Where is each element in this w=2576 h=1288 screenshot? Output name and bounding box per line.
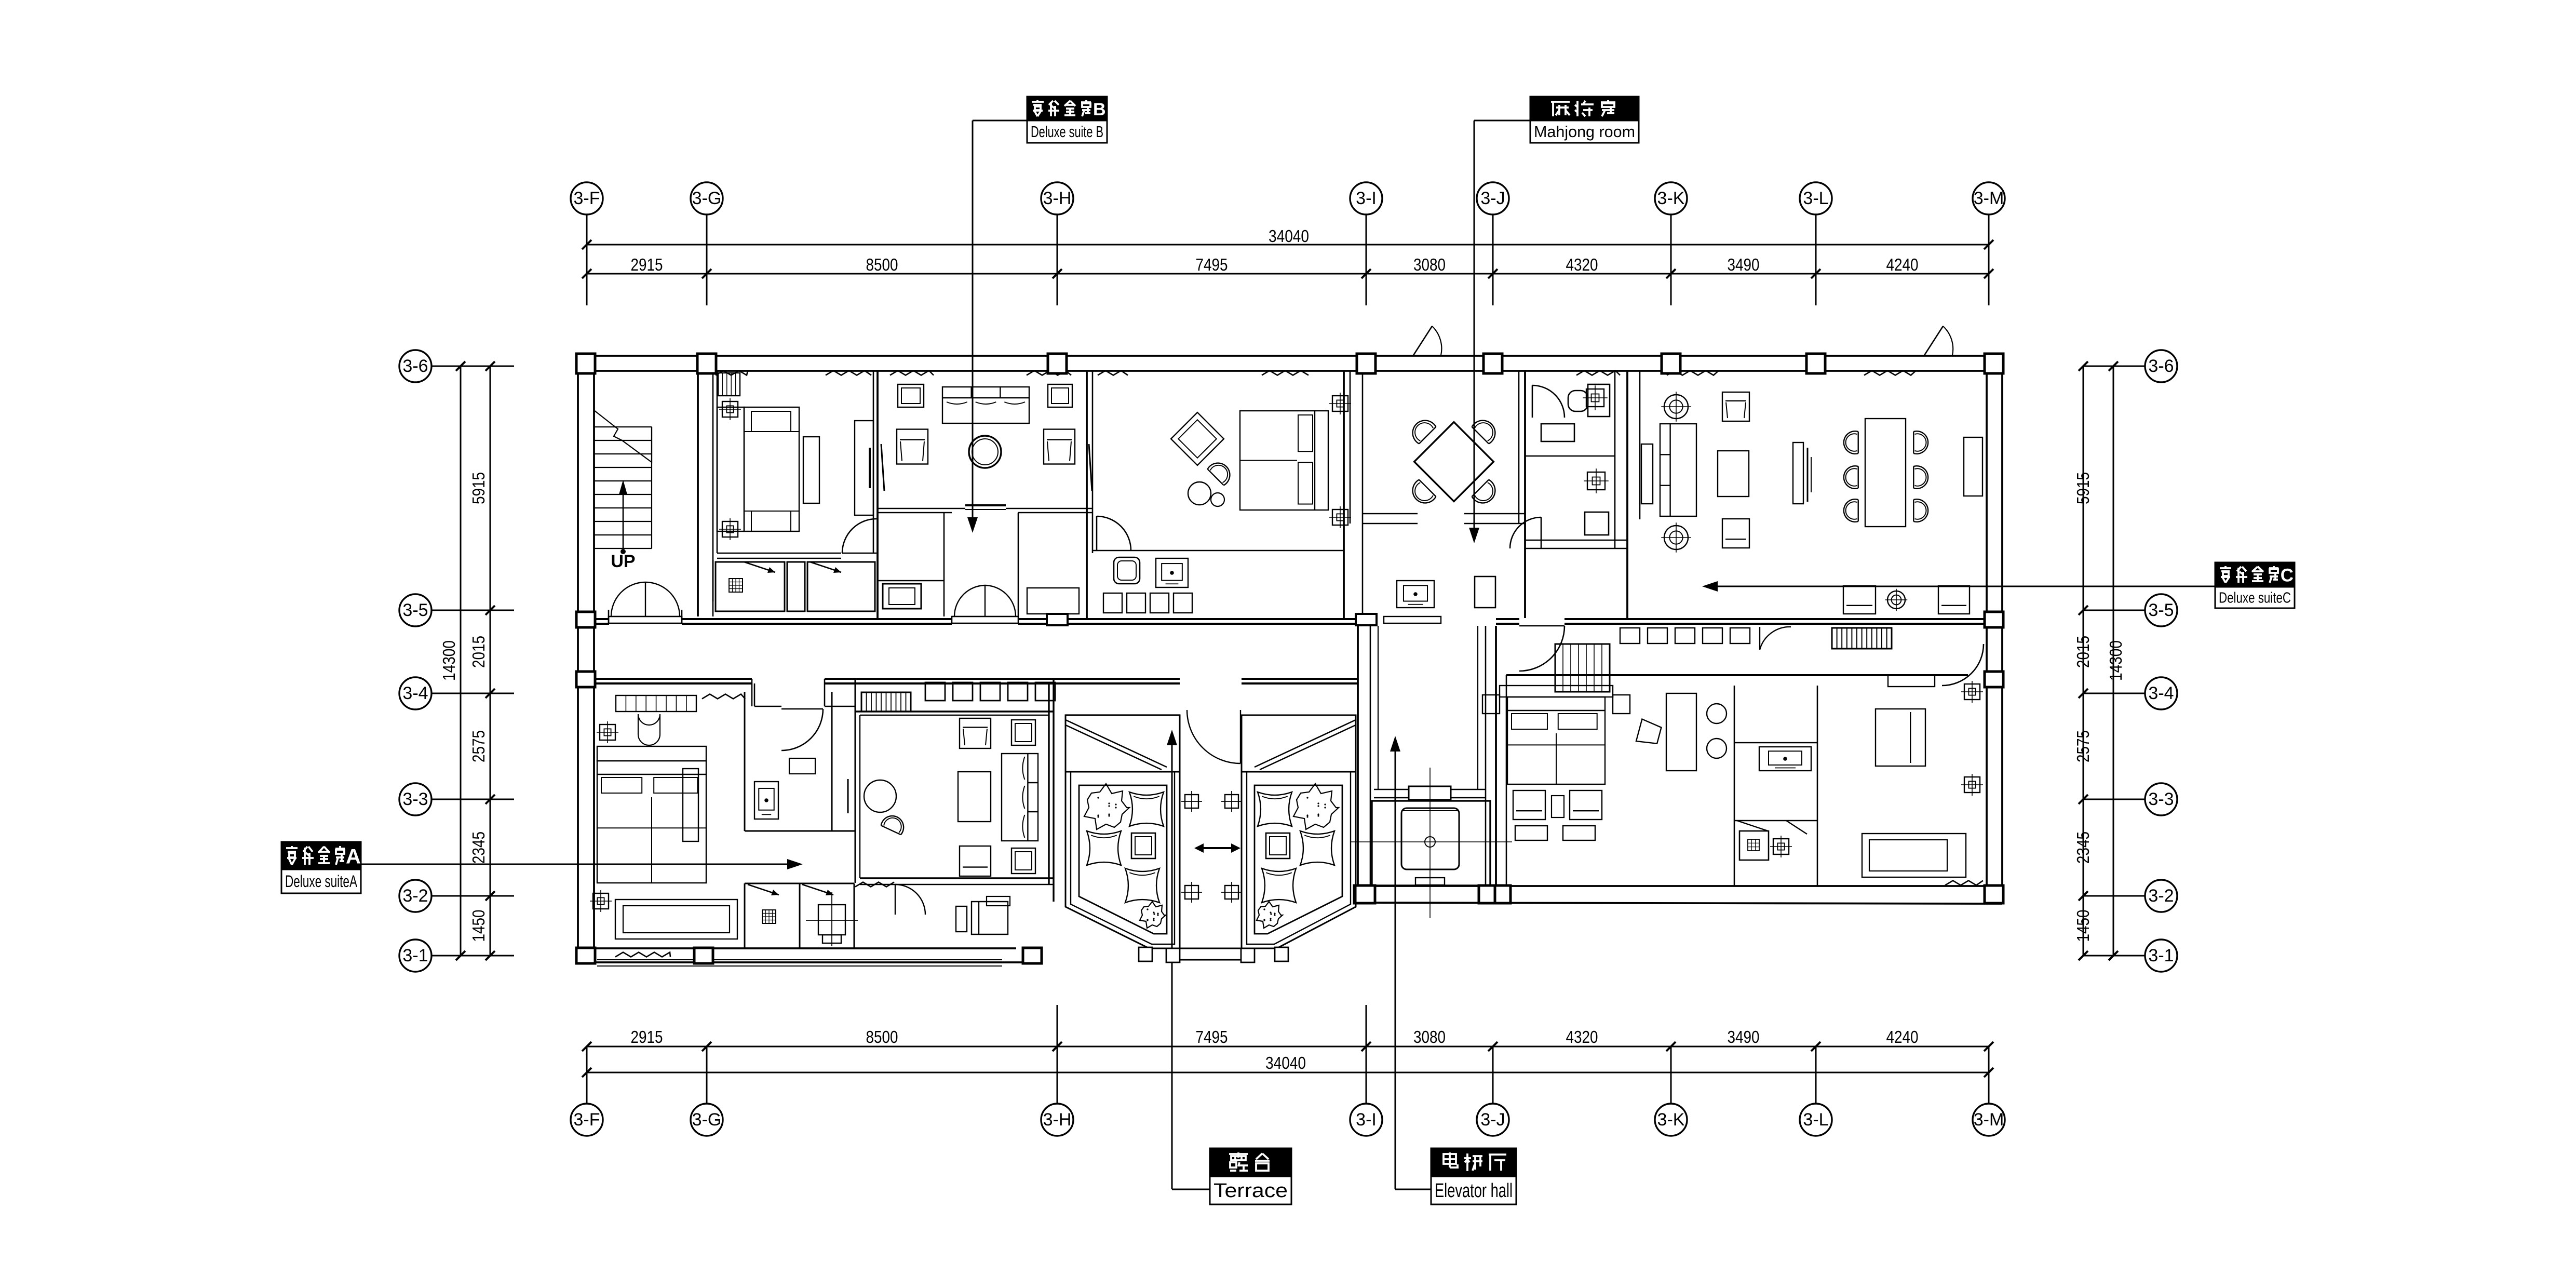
svg-text:3-F: 3-F: [574, 189, 600, 208]
svg-text:2575: 2575: [2073, 730, 2093, 762]
svg-text:3-L: 3-L: [1803, 189, 1828, 208]
svg-text:3-I: 3-I: [1356, 189, 1377, 208]
svg-text:3-4: 3-4: [402, 683, 428, 703]
svg-text:2015: 2015: [2073, 636, 2093, 668]
svg-text:3490: 3490: [1728, 1027, 1760, 1046]
svg-text:Deluxe suiteA: Deluxe suiteA: [285, 872, 357, 891]
svg-text:3-2: 3-2: [402, 886, 428, 906]
svg-text:3490: 3490: [1728, 255, 1760, 274]
svg-text:3-5: 3-5: [402, 600, 428, 620]
svg-text:Deluxe suiteC: Deluxe suiteC: [2219, 589, 2291, 606]
svg-text:3-1: 3-1: [402, 946, 428, 965]
svg-text:34040: 34040: [1265, 1053, 1306, 1072]
svg-text:2015: 2015: [469, 636, 488, 668]
svg-text:5915: 5915: [469, 472, 488, 504]
svg-text:1450: 1450: [2073, 910, 2093, 942]
svg-text:3-3: 3-3: [2148, 789, 2174, 809]
svg-text:2575: 2575: [469, 730, 488, 762]
svg-text:3-J: 3-J: [1480, 189, 1505, 208]
svg-text:14300: 14300: [439, 640, 458, 681]
svg-text:4240: 4240: [1886, 255, 1919, 274]
svg-text:5915: 5915: [2073, 472, 2093, 504]
svg-text:3-4: 3-4: [2148, 683, 2174, 703]
svg-text:3-M: 3-M: [1974, 1110, 2004, 1130]
svg-text:8500: 8500: [866, 255, 898, 274]
svg-text:2345: 2345: [469, 831, 488, 864]
svg-text:3-6: 3-6: [2148, 356, 2174, 376]
svg-text:2345: 2345: [2073, 831, 2093, 864]
svg-text:Deluxe suite B: Deluxe suite B: [1031, 124, 1103, 141]
svg-text:3-J: 3-J: [1480, 1110, 1505, 1130]
svg-text:3-M: 3-M: [1974, 189, 2004, 208]
svg-text:1450: 1450: [469, 910, 488, 942]
svg-text:7495: 7495: [1196, 1027, 1228, 1046]
svg-text:8500: 8500: [866, 1027, 898, 1046]
svg-text:3-1: 3-1: [2148, 946, 2174, 965]
svg-text:4320: 4320: [1566, 255, 1598, 274]
svg-text:B: B: [1093, 100, 1106, 119]
svg-text:3-3: 3-3: [402, 789, 428, 809]
svg-text:UP: UP: [611, 552, 635, 571]
svg-text:3080: 3080: [1413, 1027, 1446, 1046]
svg-text:Mahjong room: Mahjong room: [1534, 124, 1635, 141]
svg-text:3-L: 3-L: [1803, 1110, 1828, 1130]
svg-text:Elevator hall: Elevator hall: [1435, 1180, 1513, 1202]
svg-text:3-H: 3-H: [1043, 189, 1072, 208]
svg-text:3-2: 3-2: [2148, 886, 2174, 906]
svg-text:3-G: 3-G: [692, 189, 722, 208]
svg-text:2915: 2915: [631, 255, 663, 274]
svg-text:4240: 4240: [1886, 1027, 1919, 1046]
svg-text:34040: 34040: [1269, 226, 1309, 246]
svg-text:Terrace: Terrace: [1213, 1180, 1288, 1202]
svg-text:3-6: 3-6: [402, 356, 428, 376]
svg-text:3-K: 3-K: [1657, 1110, 1685, 1130]
svg-text:2915: 2915: [631, 1027, 663, 1046]
svg-text:3-F: 3-F: [574, 1110, 600, 1130]
svg-text:3-K: 3-K: [1657, 189, 1685, 208]
svg-text:3080: 3080: [1413, 255, 1446, 274]
svg-text:3-5: 3-5: [2148, 600, 2174, 620]
svg-text:14300: 14300: [2106, 640, 2125, 681]
svg-text:A: A: [346, 845, 361, 868]
svg-text:3-H: 3-H: [1043, 1110, 1072, 1130]
svg-text:3-I: 3-I: [1356, 1110, 1377, 1130]
svg-text:C: C: [2281, 566, 2294, 586]
svg-text:3-G: 3-G: [692, 1110, 722, 1130]
svg-text:4320: 4320: [1566, 1027, 1598, 1046]
svg-text:7495: 7495: [1196, 255, 1228, 274]
